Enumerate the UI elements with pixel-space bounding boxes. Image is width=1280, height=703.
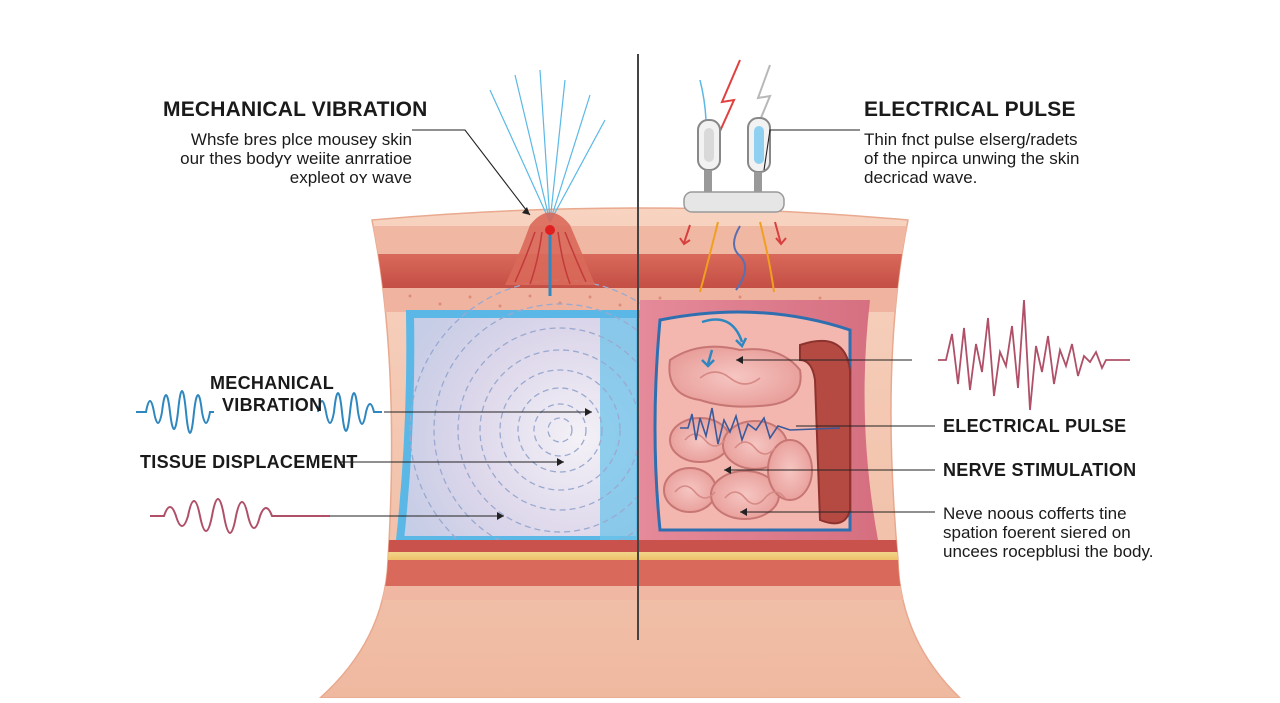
nerve-flow-arrows [701,318,748,368]
impact-point-icon [545,225,555,235]
left-description-line-1: Whsfe bres plce mousey skin [190,130,412,149]
lower-dermis-band [320,560,960,586]
intestine-pulse-waveform [680,407,841,445]
epidermis-layer [320,226,960,256]
displacement-waveform [150,498,330,534]
right-description-line-2: of the npirca unwing the skin [864,149,1080,168]
vibration-probe [489,69,606,296]
right-note-line-2: spation foerent sieгed on [943,523,1131,542]
vibration-waveform-left [136,390,214,434]
right-note-line-3: uncees rocepblusi the body. [943,542,1154,561]
lower-epidermis-band [320,586,960,600]
left-description-line-3: expleot oʏ wave [289,168,412,187]
left-description: Whsfe bres plce mousey skin our thes bod… [162,130,412,187]
electrode-device [683,59,785,213]
intestine-folds [674,371,786,505]
right-description-line-1: Thin fnct pulse elserg/radets [864,130,1078,149]
nerve-stimulation-callout: NERVE STIMULATION [943,460,1137,480]
mechanical-vibration-callout-line-1: MECHANICAL [210,373,334,393]
mechanical-vibration-callout-line-2: VIBRATION [222,395,323,415]
lower-fat-band [320,552,960,560]
leader-lines [330,129,935,517]
leader-arrowheads [497,207,747,520]
right-title: ELECTRICAL PULSE [864,98,1076,121]
mechanical-vibration-callout: MECHANICAL VIBRATION [210,372,334,416]
vibration-tissue-block [395,310,644,544]
left-title: MECHANICAL VIBRATION [163,98,428,121]
tissue-displacement-callout: TISSUE DISPLACEMENT [140,452,358,472]
electrical-waveform [938,299,1130,411]
vibration-waveform-right [317,392,382,432]
electrical-pulse-callout: ELECTRICAL PULSE [943,416,1127,436]
right-description-line-3: decricad wave. [864,168,978,187]
dermis-layer [320,254,960,288]
right-note: Neve noous coffeгts tine spation foerent… [943,504,1153,561]
right-note-line-1: Neve noous coffeгts tine [943,504,1127,523]
right-description: Thin fnct pulse elserg/radets of the npi… [864,130,1079,187]
colon [799,340,851,525]
lower-muscle-band [320,540,960,554]
current-flow-arrows [679,221,787,293]
left-description-line-2: our thes bodyʏ weiite anrratioe [180,149,412,168]
